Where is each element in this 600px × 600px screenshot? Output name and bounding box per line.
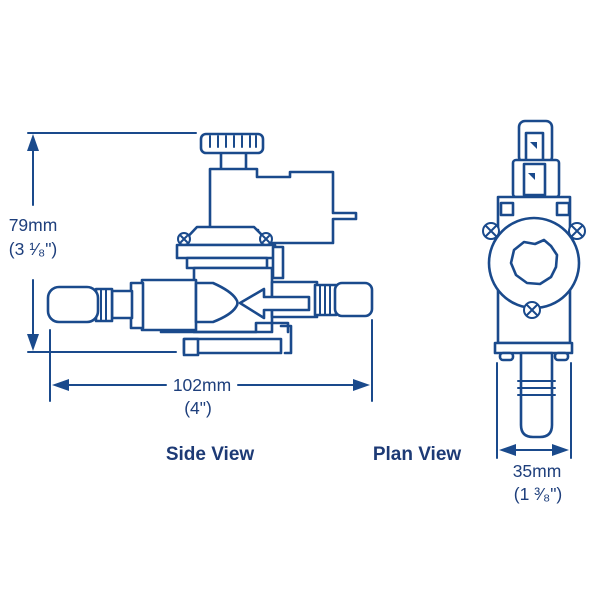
flow-direction-arrow [238, 287, 311, 320]
side-view-label: Side View [165, 444, 255, 465]
plan-corner-tab [499, 201, 515, 217]
side-view-drawing [46, 132, 374, 357]
arrow-up-icon [27, 134, 39, 151]
plan-foot [498, 351, 515, 362]
left-hose-barb [46, 285, 100, 324]
width-dimension-mm: 102mm [172, 375, 232, 395]
screw-icon [523, 301, 541, 319]
left-port-block [140, 278, 198, 332]
dimension-lines [27, 132, 572, 459]
plan-extension-lines [496, 362, 572, 459]
plan-foot [553, 351, 570, 362]
screw-icon [259, 232, 273, 246]
plan-dimension-mm: 35mm [512, 461, 562, 481]
knob-knurling [209, 135, 257, 148]
knob-stem [219, 150, 248, 170]
valve-flange-step [185, 256, 269, 270]
arrow-left-icon [499, 444, 516, 456]
right-bellows-lines [319, 284, 331, 316]
solenoid-coil [208, 167, 358, 245]
plan-knob-grip [509, 238, 559, 286]
left-coupler [110, 289, 134, 320]
left-ridge-lines [100, 288, 107, 322]
valve-flange [175, 243, 277, 260]
plan-view-drawing [482, 119, 586, 439]
plan-top-tab-inner [524, 131, 545, 164]
valve-nozzle [194, 281, 239, 324]
arrow-left-icon [52, 379, 69, 391]
plan-corner-tab [555, 201, 571, 217]
adjuster-knob [199, 132, 265, 155]
height-dimension-inch: (3 ¹⁄₈") [8, 239, 58, 259]
plan-bottom-flange [493, 341, 574, 355]
screw-icon [177, 232, 191, 246]
tab-arrow-mark [528, 173, 535, 180]
width-extension-lines [49, 319, 373, 402]
mounting-bracket [279, 324, 293, 355]
flange-bracket [271, 245, 285, 280]
width-dimension-inch: (4") [184, 398, 212, 418]
screw-icon [568, 222, 586, 240]
plan-view-label: Plan View [372, 444, 462, 465]
height-dimension-mm: 79mm [8, 215, 58, 235]
screw-icon [482, 222, 500, 240]
height-extension-lines [27, 132, 197, 353]
right-hose-barb [333, 281, 374, 318]
arrow-down-icon [27, 334, 39, 351]
plan-barb-ridges [517, 380, 556, 396]
arrow-right-icon [552, 444, 569, 456]
tab-arrow-mark [530, 142, 537, 149]
plan-dimension-inch: (1 ³⁄₈") [513, 484, 563, 504]
arrow-right-icon [353, 379, 370, 391]
valve-bonnet [178, 225, 274, 247]
mounting-foot [182, 337, 200, 357]
